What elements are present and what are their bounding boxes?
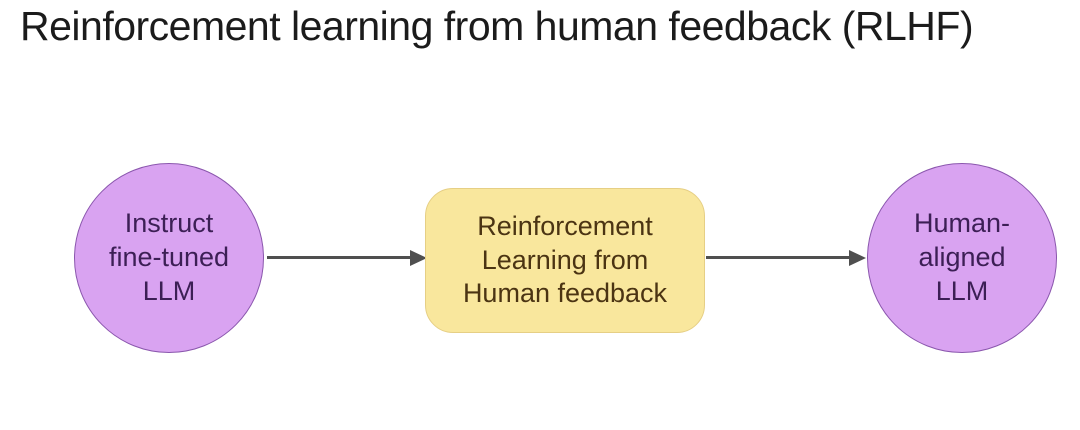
- right-arrow-icon: [706, 256, 850, 259]
- node-label: Instruct fine-tuned LLM: [108, 208, 230, 306]
- page-title: Reinforcement learning from human feedba…: [20, 3, 974, 49]
- node-instruct-fine-tuned-llm: Instruct fine-tuned LLM: [74, 163, 264, 353]
- node-label: Human- aligned LLM: [913, 208, 1011, 306]
- right-arrow-icon: [267, 256, 411, 259]
- node-rlhf-process: Reinforcement Learning from Human feedba…: [425, 188, 705, 333]
- node-human-aligned-llm: Human- aligned LLM: [867, 163, 1057, 353]
- node-label: Reinforcement Learning from Human feedba…: [462, 210, 668, 309]
